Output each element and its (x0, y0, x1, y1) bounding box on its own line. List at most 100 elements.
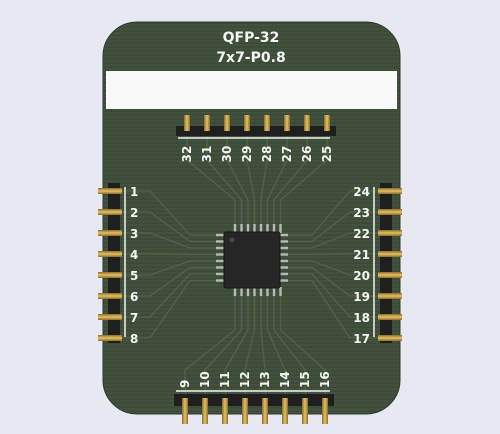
board-title: QFP-32 (223, 30, 280, 46)
trace (122, 190, 216, 236)
chip-lead (279, 240, 288, 243)
chip-lead (253, 224, 256, 233)
pin-number-label: 4 (130, 248, 138, 262)
trace (122, 211, 216, 243)
header-pin (302, 398, 308, 424)
chip-lead (279, 287, 282, 296)
header-pin (378, 293, 402, 299)
header-pin (378, 251, 402, 257)
chip-lead (233, 224, 237, 233)
header-pin (98, 188, 122, 194)
pin-number-label: 18 (353, 311, 370, 325)
pin-number-label: 30 (220, 146, 234, 163)
chip-lead (216, 259, 225, 263)
trace (184, 296, 236, 398)
header-plastic (108, 183, 120, 343)
trace (288, 190, 380, 236)
pin-number-label: 16 (318, 371, 332, 388)
trace (279, 296, 326, 398)
trace (279, 136, 328, 224)
pin-number-label: 29 (240, 146, 254, 163)
chip-lead (279, 233, 288, 237)
trace (122, 253, 216, 256)
header-pin (184, 115, 190, 131)
header-pin (378, 272, 402, 278)
board-subtitle: 7x7-P0.8 (216, 50, 285, 66)
header-pin (242, 398, 248, 424)
qfp-chip (216, 224, 288, 296)
header-pin (98, 230, 122, 236)
chip-lead (253, 287, 256, 296)
chip-lead (240, 224, 243, 233)
pin-number-label: 31 (200, 146, 214, 163)
header-pin (262, 398, 268, 424)
chip-lead (266, 224, 269, 233)
chip-lead (279, 246, 288, 250)
trace (288, 279, 380, 339)
pin-number-label: 28 (260, 146, 274, 163)
trace (266, 296, 286, 398)
header-pin (202, 398, 208, 424)
trace (288, 232, 380, 249)
chip-lead (279, 253, 288, 256)
trace (273, 296, 306, 398)
trace (266, 136, 288, 224)
header-pin (244, 115, 250, 131)
pin-header-bottom (174, 394, 334, 424)
white-label-area (106, 71, 397, 109)
trace (288, 253, 380, 256)
header-pin (98, 209, 122, 215)
pin-header-right (378, 183, 402, 343)
chip-lead (216, 233, 225, 237)
pin-number-label: 20 (353, 269, 370, 283)
header-pin (98, 335, 122, 341)
pin-number-label: 2 (130, 206, 138, 220)
trace (288, 266, 380, 297)
pin1-marker (229, 237, 235, 243)
header-pin (378, 314, 402, 320)
chip-lead (259, 287, 263, 296)
pin-number-label: 19 (353, 290, 370, 304)
header-pin (378, 209, 402, 215)
header-pin (98, 293, 122, 299)
header-pin (222, 398, 228, 424)
pin-number-label: 26 (300, 146, 314, 163)
chip-lead (246, 287, 250, 296)
chip-lead (279, 259, 288, 263)
chip-lead (216, 266, 225, 269)
header-plastic (380, 183, 392, 343)
chip-body (223, 231, 281, 289)
header-pin (282, 398, 288, 424)
chip-lead (272, 224, 276, 233)
trace (226, 136, 249, 224)
trace (260, 136, 268, 224)
header-pin (98, 251, 122, 257)
pin-number-label: 32 (180, 146, 194, 163)
pin-number-label: 24 (353, 185, 370, 199)
chip-lead (272, 287, 276, 296)
chip-lead (216, 246, 225, 250)
trace (122, 279, 216, 339)
chip-lead (246, 224, 250, 233)
header-pin (324, 115, 330, 131)
trace (288, 273, 380, 318)
pin-number-label: 27 (280, 146, 294, 163)
pin-number-label: 6 (130, 290, 138, 304)
header-plastic (176, 126, 336, 136)
trace (246, 136, 256, 224)
trace (122, 260, 216, 276)
header-pin (182, 398, 188, 424)
trace (206, 136, 243, 224)
header-pin (98, 272, 122, 278)
trace (224, 296, 249, 398)
trace (204, 296, 243, 398)
chip-lead (216, 279, 225, 282)
pin-number-label: 3 (130, 227, 138, 241)
header-pin (322, 398, 328, 424)
header-plastic (174, 394, 334, 406)
